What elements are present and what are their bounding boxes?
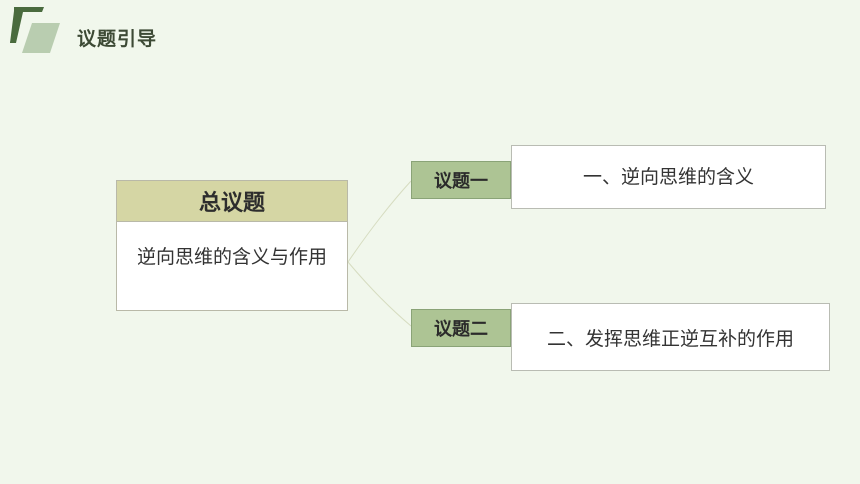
main-topic-text: 逆向思维的含义与作用 (136, 246, 327, 268)
main-topic-box: 总议题 逆向思维的含义与作用 (116, 180, 348, 311)
sub-topic-tag-1: 议题一 (411, 161, 511, 199)
sub-topic-content-2: 二、发挥思维正逆互补的作用 (511, 303, 830, 371)
sub-topic-content-1: 一、逆向思维的含义 (511, 145, 826, 209)
sub-topic-tag-2: 议题二 (411, 309, 511, 347)
logo-parallelogram-icon (10, 7, 60, 53)
main-topic-heading: 总议题 (117, 181, 347, 222)
connector-line-2 (347, 261, 412, 327)
page-title: 议题引导 (77, 28, 158, 50)
connector-line-1 (347, 180, 412, 263)
